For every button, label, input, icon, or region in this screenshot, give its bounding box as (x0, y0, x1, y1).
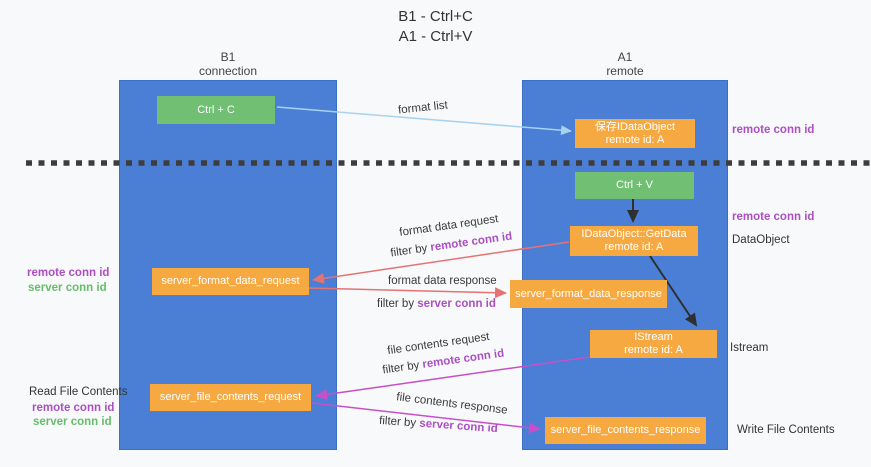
remote-conn-id-text: remote conn id (421, 347, 505, 371)
server-conn-id-text: server conn id (418, 417, 499, 436)
right-label-remote-conn-id-2: remote conn id (732, 211, 815, 223)
lane-b1-name: B1 (220, 50, 236, 64)
node-ctrl-v: Ctrl + V (575, 172, 694, 199)
title-line-2: A1 - Ctrl+V (398, 28, 473, 45)
flow-label-filter-server-2: filter by server conn id (379, 415, 498, 435)
node-istream: IStream remote id: A (590, 330, 717, 358)
node-server-format-data-response: server_format_data_response (510, 280, 667, 308)
filter-by-text: filter by (389, 242, 429, 260)
server-conn-id-text: server conn id (417, 298, 496, 310)
node-save-idataobject: 保存IDataObject remote id: A (575, 119, 695, 148)
node-save-idataobject-line2: remote id: A (605, 133, 665, 146)
node-server-format-data-request: server_format_data_request (152, 268, 309, 295)
right-label-write-file-contents: Write File Contents (737, 424, 835, 436)
node-ctrl-c: Ctrl + C (157, 96, 275, 124)
node-ctrl-v-label: Ctrl + V (616, 179, 653, 191)
node-istream-line2: remote id: A (624, 344, 683, 356)
node-ctrl-c-label: Ctrl + C (197, 103, 235, 116)
lane-a1-role: remote (606, 64, 644, 78)
filter-by-text: filter by (381, 359, 421, 377)
flow-label-format-list: format list (397, 99, 449, 117)
lane-header-b1: B1 connection (119, 50, 337, 78)
filter-by-text: filter by (377, 298, 415, 310)
node-istream-line1: IStream (634, 331, 673, 343)
node-save-idataobject-line1: 保存IDataObject (594, 120, 676, 133)
remote-conn-id-text: remote conn id (429, 230, 513, 254)
filter-by-text: filter by (378, 414, 417, 430)
lane-b1-role: connection (198, 64, 258, 78)
node-format-request-label: server_format_data_request (161, 275, 300, 287)
node-file-response-label: server_file_contents_response (550, 424, 701, 436)
arrow-format-data-response (308, 287, 507, 299)
node-getdata-line2: remote id: A (604, 241, 664, 253)
left-label-remote-conn-id-1: remote conn id (27, 267, 110, 279)
node-server-file-contents-response: server_file_contents_response (545, 417, 706, 444)
lane-a1-name: A1 (617, 50, 633, 64)
right-label-dataobject: DataObject (732, 234, 790, 246)
right-label-remote-conn-id-1: remote conn id (732, 124, 815, 136)
left-label-read-file-contents: Read File Contents (29, 386, 128, 398)
flow-label-file-contents-response: file contents response (395, 391, 509, 417)
title-line-1: B1 - Ctrl+C (398, 8, 473, 25)
flow-label-filter-server-1: filter by server conn id (377, 298, 496, 310)
flow-label-format-data-response: format data response (388, 275, 497, 287)
lane-header-a1: A1 remote (522, 50, 728, 78)
left-label-server-conn-id-1: server conn id (28, 282, 107, 294)
node-file-request-label: server_file_contents_request (159, 391, 302, 403)
right-label-istream: Istream (730, 342, 769, 354)
left-label-server-conn-id-2: server conn id (33, 416, 112, 428)
diagram-title: B1 - Ctrl+C A1 - Ctrl+V (0, 7, 871, 47)
node-getdata-line1: IDataObject::GetData (581, 228, 687, 240)
node-server-file-contents-request: server_file_contents_request (150, 384, 311, 411)
node-idataobject-getdata: IDataObject::GetData remote id: A (570, 226, 698, 256)
left-label-remote-conn-id-2: remote conn id (32, 402, 115, 414)
node-format-response-label: server_format_data_response (515, 287, 662, 300)
